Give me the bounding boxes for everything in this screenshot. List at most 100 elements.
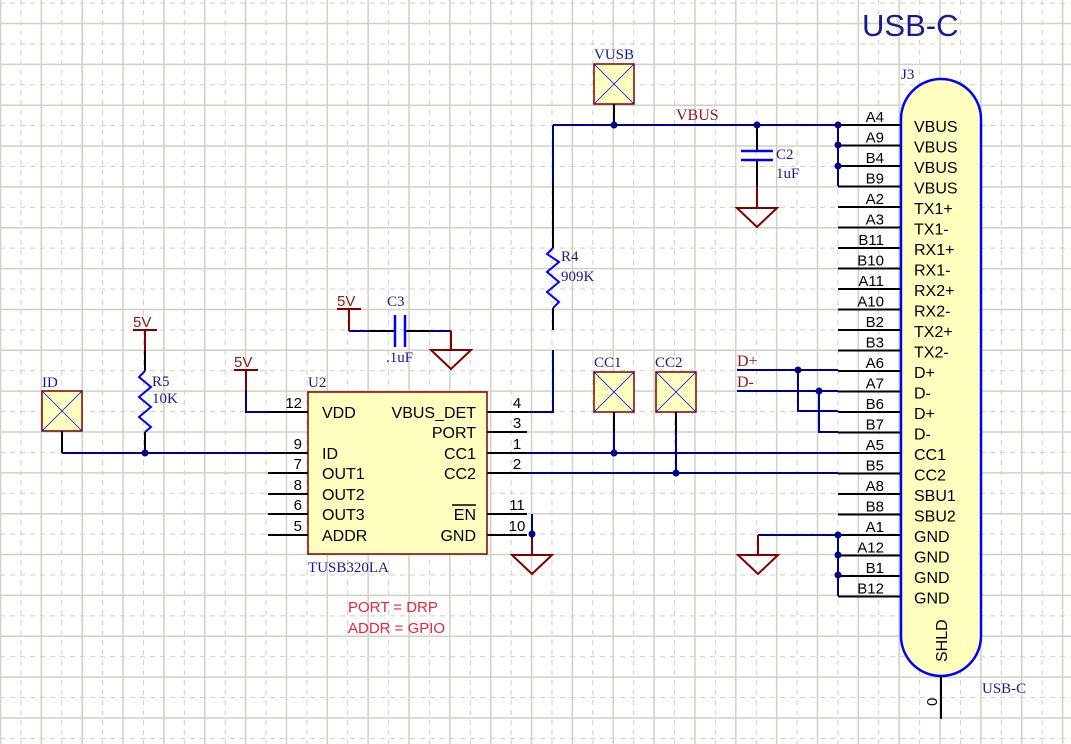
u2-pin-number: 8: [294, 477, 302, 494]
j3-part: USB-C: [982, 681, 1026, 697]
u2-pin-name: ID: [322, 446, 338, 463]
j3-pin-name: SBU1: [914, 488, 956, 505]
junction: [753, 121, 761, 129]
r5-value: 10K: [152, 391, 178, 407]
net-label-dminus: D-: [737, 374, 754, 391]
resistor-r5[interactable]: R5 10K: [137, 350, 178, 453]
power-5v-u2: [234, 369, 258, 390]
junction: [834, 162, 842, 170]
power-symbols: 5V 5V 5V: [133, 187, 781, 576]
note-addr: ADDR = GPIO: [348, 620, 445, 637]
u2-pin-name: ADDR: [322, 528, 367, 545]
j3-pin-name: TX2-: [914, 345, 949, 362]
j3-pin-name: D+: [914, 365, 935, 382]
junction: [528, 530, 536, 538]
wire-dplus-b6[interactable]: [797, 370, 838, 412]
capacitor-c2-icon: [741, 149, 773, 162]
port-cc2-label: CC2: [655, 355, 683, 371]
junction: [834, 551, 842, 559]
note-port: PORT = DRP: [348, 599, 438, 616]
r4-value: 909K: [561, 269, 595, 285]
r5-designator: R5: [152, 374, 170, 390]
j3-pin-name: SBU2: [914, 509, 956, 526]
capacitor-c2[interactable]: C2 1uF: [741, 125, 799, 187]
j3-shield-name: SHLD: [934, 619, 951, 662]
wire-vdd[interactable]: [245, 388, 268, 413]
j3-pin-name: VBUS: [914, 119, 958, 136]
u2-pin-number: 2: [513, 456, 521, 473]
port-cc2[interactable]: CC2: [655, 355, 697, 432]
wire-j3-gnd[interactable]: [758, 534, 839, 596]
u2-pin-number: 12: [285, 395, 302, 412]
port-x-icon: [593, 371, 635, 413]
junction: [794, 366, 802, 374]
net-label-dplus: D+: [737, 353, 758, 370]
resistor-r4[interactable]: R4 909K: [545, 183, 595, 330]
j3-pin-number: A8: [866, 478, 884, 495]
j3-pin-name: RX1+: [914, 242, 954, 259]
port-cc1[interactable]: CC1: [593, 355, 635, 432]
u2-pin-name: OUT1: [322, 466, 365, 483]
junction: [610, 121, 618, 129]
j3-pin-number: B9: [866, 171, 884, 188]
j3-pin-number: A2: [866, 191, 884, 208]
connector-j3[interactable]: J3 USB-C A4VBUSA9VBUSB4VBUSB9VBUSA2TX1+A…: [838, 67, 1026, 719]
j3-pin-name: RX1-: [914, 263, 950, 280]
power-label-r5: 5V: [133, 314, 151, 331]
c3-designator: C3: [387, 294, 405, 310]
j3-pin-name: D-: [914, 427, 931, 444]
u2-designator: U2: [308, 375, 326, 391]
capacitor-c3[interactable]: C3 .1uF: [370, 294, 430, 366]
junction: [834, 571, 842, 579]
junction: [834, 121, 842, 129]
port-vusb[interactable]: VUSB: [593, 47, 635, 125]
u2-pin-number: 4: [513, 395, 521, 412]
j3-pin-number: B7: [866, 417, 884, 434]
u2-pin-name: PORT: [432, 425, 476, 442]
j3-pin-number: B11: [858, 232, 884, 249]
ic-u2[interactable]: U2 TUSB320LA 12VDD9ID7OUT18OUT26OUT35ADD…: [268, 375, 527, 576]
wire-vbus-det[interactable]: [527, 350, 554, 413]
power-5v-r5: [133, 329, 157, 350]
j3-designator: J3: [901, 67, 914, 83]
u2-pin-name: EN: [454, 507, 476, 524]
gnd-c3-icon: [428, 331, 474, 371]
j3-pin-name: RX2+: [914, 283, 954, 300]
j3-pin-number: B2: [866, 314, 884, 331]
junction: [610, 449, 618, 457]
j3-pin-name: VBUS: [914, 140, 958, 157]
u2-pin-name: GND: [440, 528, 476, 545]
j3-pin-number: A12: [857, 540, 884, 557]
j3-pin-name: TX1+: [914, 201, 953, 218]
j3-pin-name: CC1: [914, 447, 946, 464]
junction: [672, 469, 680, 477]
resistor-r4-icon: [545, 247, 561, 309]
j3-pin-number: B3: [866, 335, 884, 352]
junction: [815, 387, 823, 395]
j3-pin-number: A6: [866, 355, 884, 372]
u2-pin-number: 3: [513, 415, 521, 432]
j3-pin-number: B1: [866, 560, 884, 577]
port-vusb-label: VUSB: [594, 47, 634, 63]
j3-pin-number: A7: [866, 376, 884, 393]
j3-pin-number: A1: [866, 519, 884, 536]
r4-designator: R4: [561, 249, 579, 265]
j3-pin-number: B4: [866, 150, 884, 167]
u2-pin-name: CC2: [444, 466, 476, 483]
j3-pin-number: A4: [866, 109, 884, 126]
j3-pin-number: B10: [857, 253, 884, 270]
j3-pin-number: B8: [866, 499, 884, 516]
wire-dminus-b7[interactable]: [818, 391, 838, 433]
u2-pin-name: CC1: [444, 446, 476, 463]
port-x-icon: [41, 390, 83, 432]
j3-pin-name: CC2: [914, 468, 946, 485]
port-cc1-label: CC1: [594, 355, 622, 371]
j3-body: [899, 77, 983, 678]
u2-pin-name: VBUS_DET: [392, 405, 477, 422]
port-x-icon: [655, 371, 697, 413]
junctions: [141, 121, 842, 579]
j3-pin-number: A9: [866, 130, 884, 147]
j3-pin-name: VBUS: [914, 160, 958, 177]
port-id[interactable]: ID: [41, 375, 83, 453]
